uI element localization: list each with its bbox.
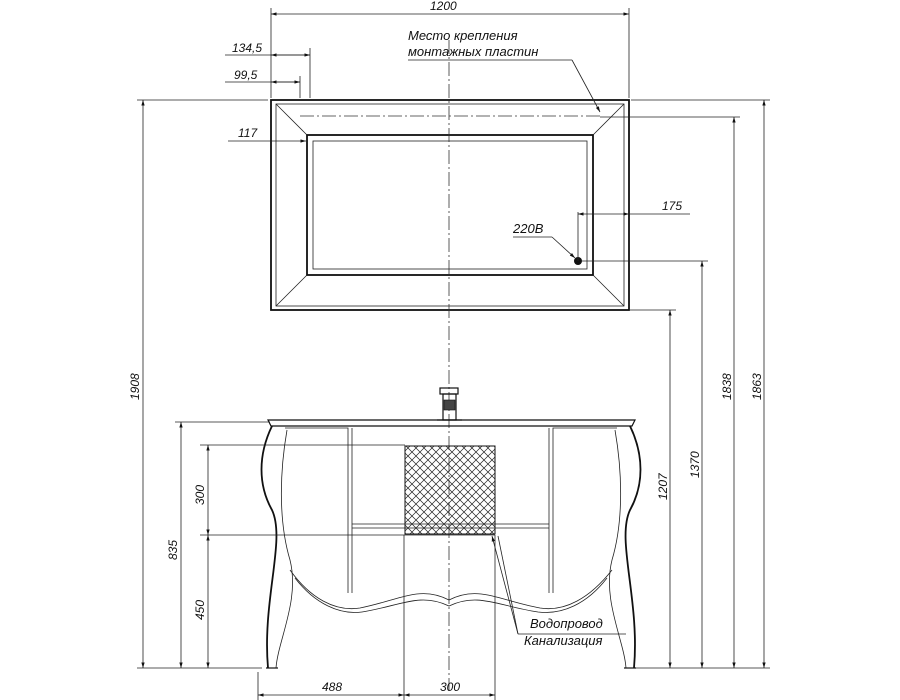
sewer-label: Канализация: [524, 633, 602, 648]
dim-835: 835: [166, 421, 270, 668]
dim-488: 488: [257, 535, 405, 700]
dim-1863: 1863: [631, 99, 770, 669]
dim-1863-label: 1863: [750, 373, 764, 400]
dim-300-vertical: 300: [193, 444, 495, 536]
dim-mirror-width-label: 1200: [430, 0, 457, 13]
water-label: Водопровод: [530, 616, 603, 631]
mount-note-line1: Место крепления: [408, 28, 518, 43]
mount-note: Место крепления монтажных пластин: [408, 28, 601, 113]
dim-134-5: 134,5: [225, 41, 311, 98]
dim-835-label: 835: [166, 540, 180, 560]
power-outlet: 175 220В: [512, 199, 708, 265]
dim-1908: 1908: [128, 99, 268, 669]
dim-488-label: 488: [322, 680, 342, 694]
dim-450-label: 450: [193, 600, 207, 620]
dim-300-vertical-label: 300: [193, 485, 207, 505]
dim-175-label: 175: [662, 199, 682, 213]
mirror: [270, 99, 630, 311]
mount-note-line2: монтажных пластин: [408, 44, 538, 59]
water-note: Водопровод Канализация: [491, 535, 626, 648]
faucet: [437, 387, 462, 421]
dim-1207: 1207: [629, 309, 676, 668]
dim-1207-label: 1207: [656, 472, 670, 500]
dim-99-5: 99,5: [225, 68, 301, 98]
dim-1838-label: 1838: [720, 373, 734, 400]
dim-1370-label: 1370: [688, 451, 702, 478]
dim-1908-label: 1908: [128, 373, 142, 400]
dim-99-5-label: 99,5: [234, 68, 258, 82]
power-label: 220В: [512, 221, 544, 236]
dim-1370: 1370: [688, 261, 704, 668]
dim-117: 117: [228, 126, 306, 143]
service-zone: [404, 445, 496, 535]
dim-134-5-label: 134,5: [232, 41, 262, 55]
dim-300-horizontal-label: 300: [440, 680, 460, 694]
dim-300-horizontal: 300: [404, 535, 496, 700]
dim-450: 450: [193, 535, 210, 668]
dim-1838: 1838: [600, 116, 740, 668]
dim-117-label: 117: [238, 126, 258, 140]
